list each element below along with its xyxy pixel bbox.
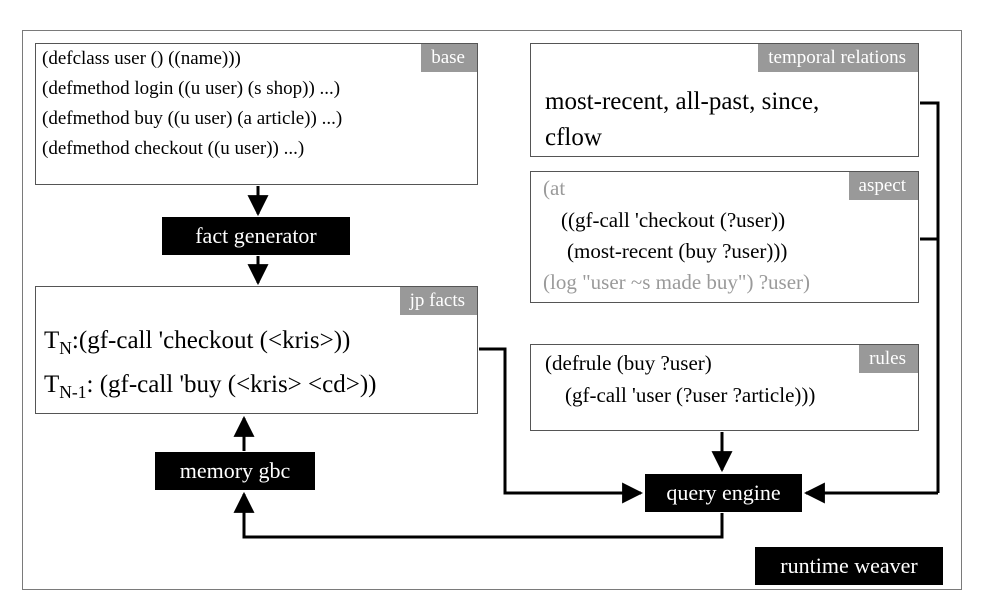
temporal-line: most-recent, all-past, since, — [545, 88, 820, 115]
fact-previous-sub: N-1 — [59, 382, 87, 402]
jp-facts-box: jp facts TN:(gf-call 'checkout (<kris>))… — [35, 286, 478, 414]
fact-latest-prefix: T — [44, 327, 60, 354]
temporal-relations-tag: temporal relations — [758, 44, 918, 72]
temporal-line: cflow — [545, 124, 602, 151]
runtime-weaver-label: runtime weaver — [755, 547, 943, 585]
temporal-relations-box: temporal relations most-recent, all-past… — [530, 43, 919, 157]
aspect-line: ((gf-call 'checkout (?user)) — [561, 208, 786, 232]
aspect-tag: aspect — [848, 172, 918, 200]
memory-gbc-block: memory gbc — [155, 452, 315, 490]
fact-previous: TN-1: (gf-call 'buy (<kris> <cd>)) — [44, 371, 376, 403]
base-tag: base — [421, 44, 477, 72]
aspect-line: (log "user ~s made buy") ?user) — [543, 270, 811, 294]
connector-temporal-relations — [920, 101, 940, 493]
fact-latest: TN:(gf-call 'checkout (<kris>)) — [44, 327, 350, 359]
fact-latest-text: :(gf-call 'checkout (<kris>)) — [71, 327, 351, 354]
aspect-box: aspect (at ((gf-call 'checkout (?user)) … — [530, 171, 919, 303]
arrow-jp-facts-to-query-engine — [479, 347, 644, 504]
fact-latest-sub: N — [59, 338, 72, 358]
aspect-line: (at — [543, 176, 566, 200]
base-box: base (defclass user () ((name))) (defmet… — [35, 43, 478, 185]
query-engine-block: query engine — [645, 474, 802, 512]
base-line: (defmethod buy ((u user) (a article)) ..… — [42, 108, 343, 129]
rules-box: rules (defrule (buy ?user) (gf-call 'use… — [530, 344, 919, 431]
aspect-line: (most-recent (buy ?user))) — [567, 239, 788, 263]
jp-facts-tag: jp facts — [399, 287, 477, 315]
rules-tag: rules — [859, 345, 918, 373]
fact-generator-block: fact generator — [162, 217, 350, 255]
base-line: (defmethod checkout ((u user)) ...) — [42, 138, 305, 159]
runtime-weaver-frame — [22, 30, 962, 590]
rules-line: (defrule (buy ?user) — [545, 351, 712, 375]
rules-line: (gf-call 'user (?user ?article))) — [565, 383, 816, 407]
base-line: (defclass user () ((name))) — [42, 48, 241, 69]
base-line: (defmethod login ((u user) (s shop)) ...… — [42, 78, 341, 99]
arrow-query-engine-to-memory-gbc — [233, 491, 724, 539]
fact-previous-text: : (gf-call 'buy (<kris> <cd>)) — [86, 371, 377, 398]
fact-previous-prefix: T — [44, 371, 60, 398]
